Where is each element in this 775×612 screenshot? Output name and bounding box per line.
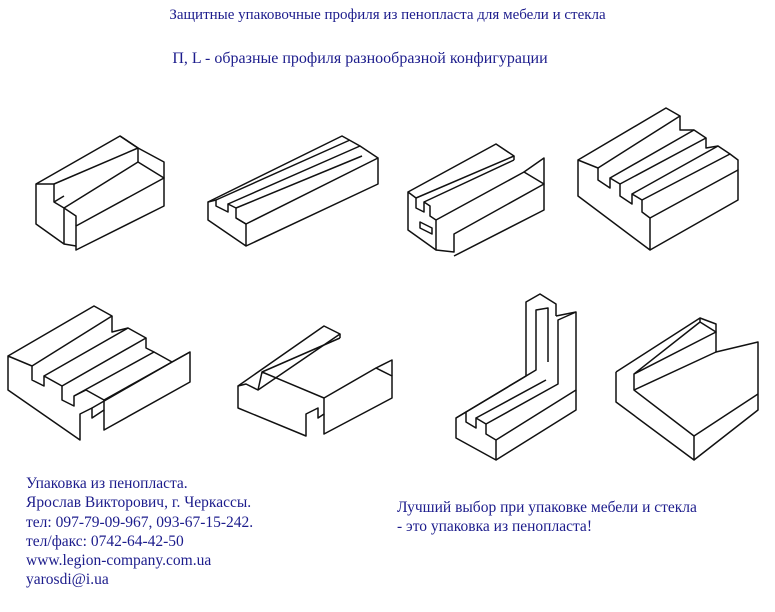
- t-slot-profile-drawing: [407, 143, 545, 257]
- contact-line-website[interactable]: www.legion-company.com.ua: [26, 552, 212, 570]
- contact-line-person: Ярослав Викторович, г. Черкассы.: [26, 494, 252, 512]
- contact-line-company: Упаковка из пенопласта.: [26, 475, 188, 492]
- page-title: Защитные упаковочные профиля из пеноплас…: [169, 7, 606, 23]
- contact-line-phone: тел: 097-79-09-967, 093-67-15-242.: [26, 513, 254, 531]
- contact-line-fax: тел/факс: 0742-64-42-50: [26, 532, 184, 550]
- l-profile-drawing: [615, 317, 759, 461]
- slogan: Лучший выбор при упаковке мебели и стекл…: [397, 498, 697, 537]
- double-groove-profile-drawing: [577, 107, 739, 251]
- contact-info: Упаковка из пенопласта. Ярослав Викторов…: [26, 474, 253, 590]
- contact-line-email[interactable]: yarosdi@i.ua: [26, 571, 109, 589]
- slogan-line-1: Лучший выбор при упаковке мебели и стекл…: [397, 499, 697, 516]
- wide-u-channel-drawing: [237, 325, 393, 437]
- slogan-line-2: - это упаковка из пенопласта!: [397, 518, 592, 536]
- u-profile-long-drawing: [207, 135, 379, 247]
- tall-l-profile-drawing: [455, 293, 577, 461]
- double-u-profile-drawing: [7, 305, 191, 441]
- u-profile-narrow-drawing: [35, 135, 165, 251]
- page-subtitle: П, L - образные профиля разнообразной ко…: [172, 50, 548, 67]
